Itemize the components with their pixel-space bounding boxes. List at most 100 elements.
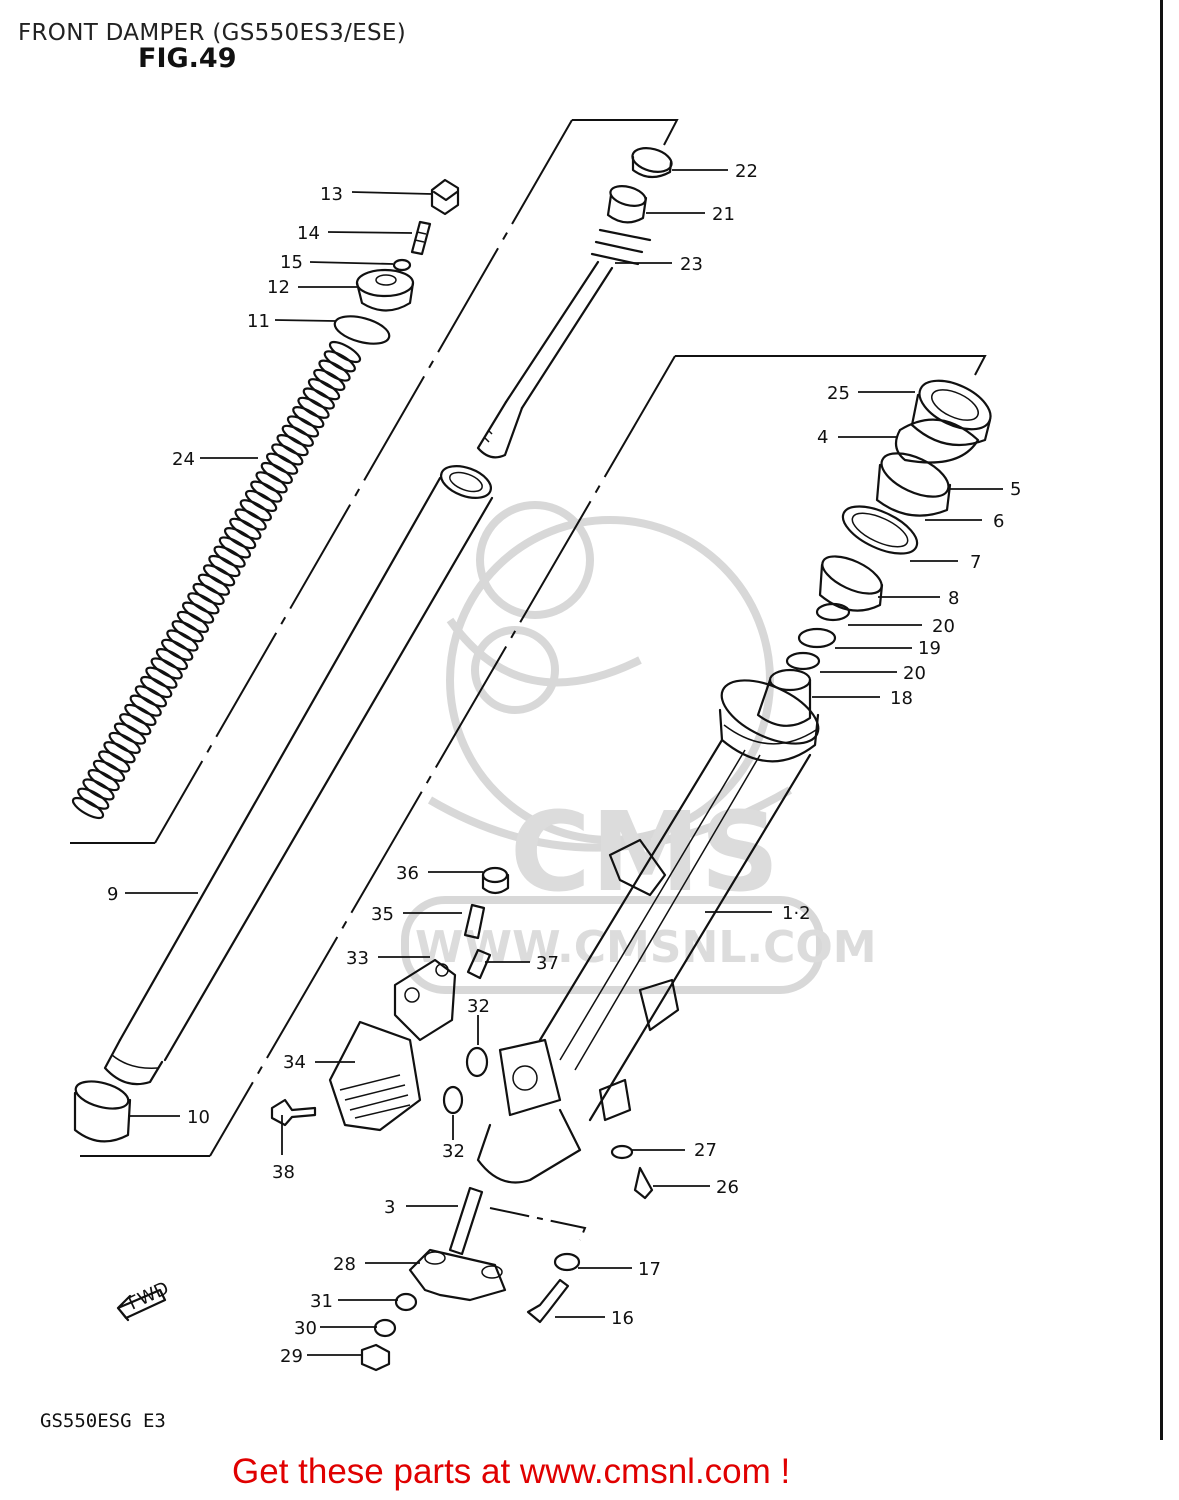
part-38-bolt [270, 1098, 317, 1127]
part-32-gasket-upper [465, 1046, 489, 1078]
spring-coil [171, 620, 204, 643]
callout-23: 23 [680, 254, 703, 275]
part-28-axle-holder [408, 1248, 507, 1302]
callout-25: 25 [827, 383, 850, 404]
bracket-tube-group [675, 355, 987, 376]
callout-29: 29 [280, 1346, 303, 1367]
spring-coil [134, 685, 168, 708]
part-3-stud [448, 1186, 484, 1256]
part-13-cap-bolt [430, 178, 460, 216]
callout-22: 22 [735, 161, 758, 182]
part-17-washer [553, 1252, 581, 1272]
spring-coil [265, 452, 299, 475]
page-border-rule [1160, 0, 1163, 1440]
callout-12: 12 [267, 277, 290, 298]
spring-coil [218, 536, 252, 559]
spring-coil [119, 713, 152, 736]
callout-16: 16 [611, 1308, 634, 1329]
callout-32-lower: 32 [442, 1141, 465, 1162]
spring-coil [113, 722, 147, 745]
spring-coil [302, 387, 335, 410]
part-6-washer [841, 505, 919, 555]
callout-20-lower: 20 [903, 663, 926, 684]
model-code: GS550ESG E3 [40, 1410, 166, 1432]
part-34-cover [328, 1020, 422, 1132]
part-5-oil-seal [880, 452, 950, 498]
part-10-slide-bushing [73, 1080, 132, 1143]
spring-coil [108, 731, 141, 754]
spring-coil [328, 340, 362, 364]
part-9-inner-tube [103, 465, 494, 1086]
part-29-nut [360, 1343, 391, 1372]
cta-link[interactable]: Get these parts at www.cmsnl.com ! [232, 1452, 791, 1491]
part-15-o-ring [392, 258, 412, 272]
leader-lines [125, 169, 1003, 1356]
part-36-cap [481, 866, 510, 895]
part-21-damper-rod [476, 185, 652, 459]
spring-coil [161, 638, 194, 661]
callout-18: 18 [890, 688, 913, 709]
fwd-label: FWD [125, 1278, 172, 1315]
part-24-fork-spring [71, 340, 362, 820]
callout-4: 4 [817, 427, 828, 448]
callout-7: 7 [970, 552, 981, 573]
callout-3: 3 [384, 1197, 395, 1218]
spring-coil [140, 675, 173, 699]
fwd-arrow-icon: FWD [116, 1278, 172, 1322]
callout-35: 35 [371, 904, 394, 925]
spring-coil [260, 461, 293, 485]
spring-coil [150, 657, 183, 680]
spring-coil [276, 434, 309, 457]
part-25-dust-seal [910, 379, 992, 447]
part-4-circlip [894, 418, 980, 464]
watermark-url: WWW.CMSNL.COM [415, 922, 877, 973]
spring-coil [313, 368, 346, 391]
callout-20-upper: 20 [932, 616, 955, 637]
spring-coil [71, 796, 105, 820]
part-12-fork-cap [355, 268, 415, 312]
callout-8: 8 [948, 588, 959, 609]
callout-36: 36 [396, 863, 419, 884]
callout-9: 9 [107, 884, 118, 905]
callout-32-upper: 32 [467, 996, 490, 1017]
spring-coil [213, 545, 246, 568]
callout-17: 17 [638, 1259, 661, 1280]
spring-coil [103, 741, 136, 764]
callout-38: 38 [272, 1162, 295, 1183]
part-31-washer [394, 1292, 418, 1312]
watermark-logo: CMS WWW.CMSNL.COM [401, 501, 877, 994]
figure-label: FIG.49 [138, 43, 237, 74]
spring-coil [281, 424, 314, 447]
spring-coil [87, 769, 120, 792]
callout-14: 14 [297, 223, 320, 244]
callout-15: 15 [280, 252, 303, 273]
spring-coil [82, 778, 115, 801]
spring-coil [244, 489, 278, 512]
part-26-screw [633, 1166, 654, 1200]
callout-11: 11 [247, 311, 270, 332]
part-22-ring [631, 147, 673, 179]
callout-30: 30 [294, 1318, 317, 1339]
part-20-gasket-upper [815, 602, 851, 622]
part-11-o-ring [333, 315, 391, 345]
spring-coil [129, 694, 162, 717]
spring-coil [208, 554, 241, 578]
spring-coil [239, 499, 272, 522]
spring-coil [187, 592, 220, 615]
spring-coil [176, 610, 210, 633]
spring-coil [323, 350, 356, 373]
part-33-joint [393, 958, 457, 1042]
spring-coil [286, 415, 320, 438]
callout-34: 34 [283, 1052, 306, 1073]
spring-coil [77, 787, 110, 810]
part-8-slide-bushing [818, 555, 884, 612]
spring-coil [166, 629, 199, 652]
callout-24: 24 [172, 449, 195, 470]
callout-37: 37 [536, 953, 559, 974]
callout-6: 6 [993, 511, 1004, 532]
spring-coil [255, 471, 288, 494]
part-20-gasket-lower [785, 651, 821, 671]
part-27-washer [610, 1144, 634, 1160]
callout-28: 28 [333, 1254, 356, 1275]
